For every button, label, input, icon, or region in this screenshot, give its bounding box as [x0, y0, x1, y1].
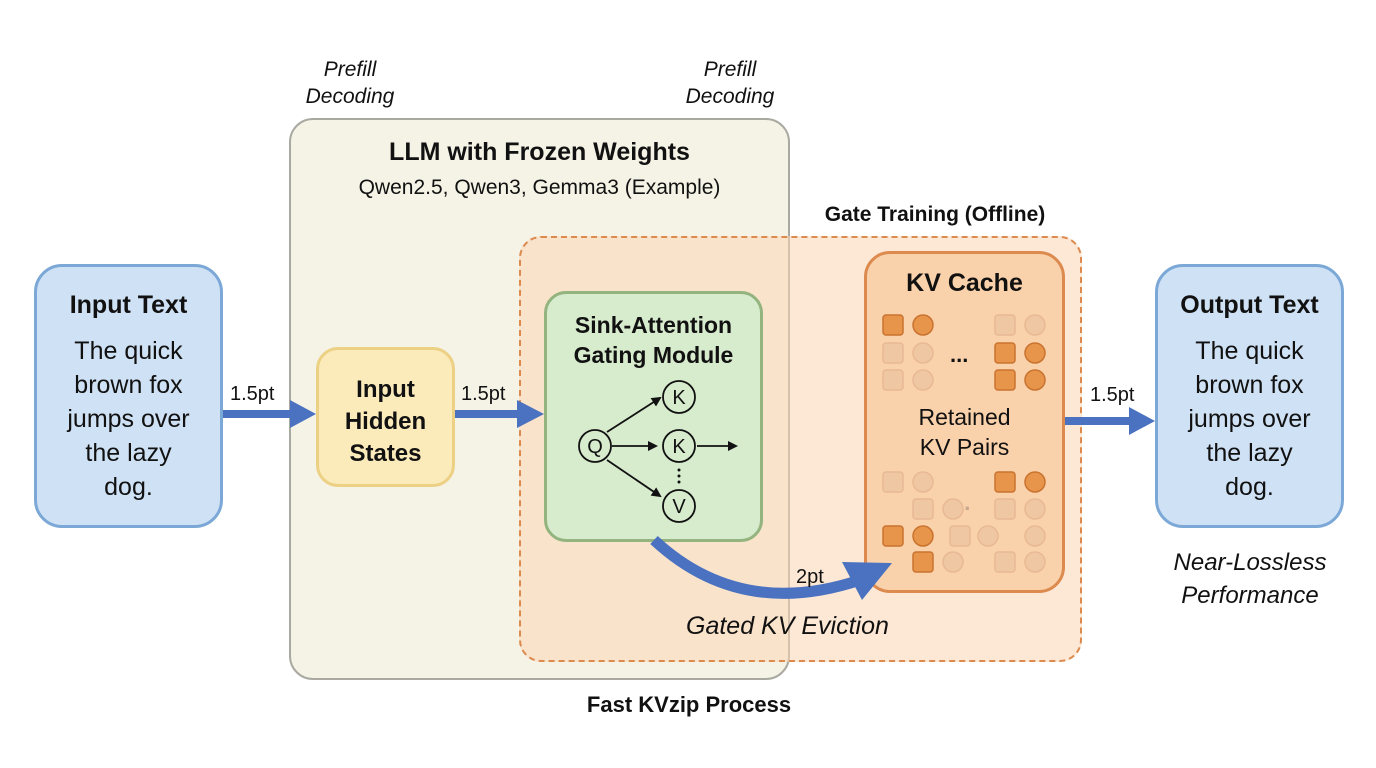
kv-value-evicted	[912, 369, 934, 391]
arrow-hidden-to-sink	[455, 400, 544, 428]
kv-value-evicted	[1024, 314, 1046, 336]
kv-value-active	[1024, 471, 1046, 493]
arrow-kv-to-output	[1065, 407, 1155, 435]
node-k2-label: K	[672, 436, 686, 458]
kv-value-evicted	[912, 342, 934, 364]
prefill-decoding-label-left: Prefill Decoding	[290, 56, 410, 110]
output-text-line: dog.	[1225, 473, 1274, 501]
input-hidden-states-box: Input Hidden States	[316, 347, 455, 487]
caption-line: Near-Lossless	[1173, 549, 1327, 576]
node-v	[662, 489, 696, 523]
kv-key-evicted	[882, 471, 904, 493]
node-v-label: V	[672, 496, 686, 518]
arrow-label-input: 1.5pt	[230, 383, 275, 405]
output-text-title: Output Text	[1180, 291, 1319, 319]
qkv-graph	[578, 380, 738, 523]
node-k2	[662, 429, 696, 463]
retained-line: KV Pairs	[919, 434, 1010, 460]
dot	[677, 474, 681, 478]
kv-value-evicted	[942, 551, 964, 573]
prefill-text: Prefill	[703, 58, 757, 81]
kv-key-active	[994, 369, 1016, 391]
kv-value-evicted	[1024, 525, 1046, 547]
near-lossless-caption: Near-Lossless Performance	[1140, 546, 1360, 612]
output-text-line: jumps over	[1188, 405, 1311, 433]
edge-q-k1	[606, 396, 662, 433]
kv-key-evicted	[994, 498, 1016, 520]
input-text-line: jumps over	[67, 405, 190, 433]
kv-value-active	[1024, 342, 1046, 364]
sink-title-line: Gating Module	[573, 342, 734, 368]
decoding-text: Decoding	[305, 85, 395, 108]
kv-key-active	[994, 342, 1016, 364]
edge-q-v	[606, 459, 662, 498]
node-q	[578, 429, 612, 463]
kv-value-evicted	[942, 498, 964, 520]
kv-cache-title: KV Cache	[906, 269, 1023, 297]
prefill-text: Prefill	[323, 58, 377, 81]
arrow-input-to-hidden	[223, 400, 316, 428]
kv-value-active	[912, 314, 934, 336]
sink-title-line: Sink-Attention	[574, 312, 733, 338]
node-k1-label: K	[672, 387, 686, 409]
retained-kv-pairs-label: Retained KV Pairs	[864, 402, 1065, 462]
kv-value-evicted	[1024, 498, 1046, 520]
kv-pairs-grid	[882, 314, 1046, 573]
kv-ellipsis-top: ...	[950, 342, 969, 367]
input-text-box: Input Text The quick brown fox jumps ove…	[34, 264, 223, 528]
arrow-label-output: 1.5pt	[1090, 384, 1135, 406]
kv-key-active	[994, 471, 1016, 493]
gated-kv-eviction-label: Gated KV Eviction	[686, 612, 889, 640]
hidden-line: Hidden	[344, 408, 427, 435]
dot	[677, 480, 681, 484]
kv-key-active	[882, 314, 904, 336]
llm-subtitle: Qwen2.5, Qwen3, Gemma3 (Example)	[358, 176, 721, 199]
dot	[677, 468, 681, 472]
output-text-line: the lazy	[1206, 439, 1293, 467]
kv-value-evicted	[1024, 551, 1046, 573]
hidden-line: Input	[356, 376, 415, 403]
fast-kvzip-process-label: Fast KVzip Process	[586, 692, 792, 717]
kv-key-evicted	[912, 498, 934, 520]
kv-value-evicted	[977, 525, 999, 547]
gate-training-label: Gate Training (Offline)	[824, 203, 1046, 226]
hidden-line: States	[349, 440, 422, 467]
arrow-label-hidden: 1.5pt	[461, 383, 506, 405]
kv-value-evicted	[912, 471, 934, 493]
node-k1	[662, 380, 696, 414]
caption-line: Performance	[1181, 582, 1319, 609]
kv-key-evicted	[994, 551, 1016, 573]
kv-value-active	[1024, 369, 1046, 391]
output-text-box: Output Text The quick brown fox jumps ov…	[1155, 264, 1344, 528]
kv-key-evicted	[994, 314, 1016, 336]
kv-key-active	[912, 551, 934, 573]
input-text-line: The quick	[74, 337, 183, 365]
arrow-label-eviction: 2pt	[796, 566, 824, 588]
kv-key-evicted	[949, 525, 971, 547]
output-text-line: The quick	[1195, 337, 1304, 365]
kv-value-active	[912, 525, 934, 547]
input-text-title: Input Text	[69, 291, 188, 319]
input-text-line: brown fox	[74, 371, 183, 399]
prefill-decoding-label-right: Prefill Decoding	[670, 56, 790, 110]
sink-attention-gating-module: Sink-Attention Gating Module	[544, 291, 763, 542]
llm-title: LLM with Frozen Weights	[389, 138, 690, 166]
kv-key-evicted	[882, 369, 904, 391]
retained-line: Retained	[918, 404, 1011, 430]
input-text-line: dog.	[104, 473, 153, 501]
kv-key-active	[882, 525, 904, 547]
arrow-gated-eviction	[650, 535, 892, 600]
node-q-label: Q	[587, 436, 603, 458]
output-text-line: brown fox	[1195, 371, 1304, 399]
decoding-text: Decoding	[685, 85, 775, 108]
kv-key-evicted	[882, 342, 904, 364]
input-text-line: the lazy	[85, 439, 172, 467]
